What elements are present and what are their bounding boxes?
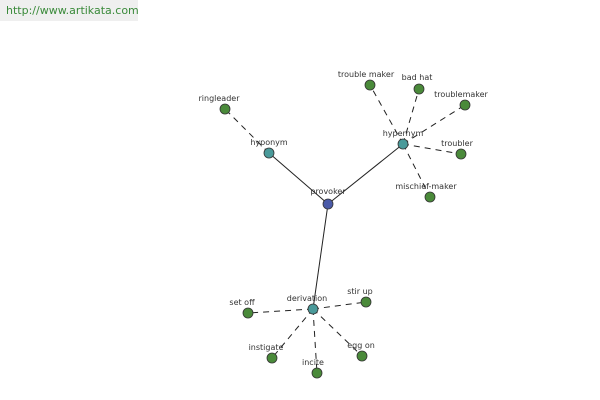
word-node-troubler[interactable] bbox=[455, 148, 467, 160]
word-label-set-off[interactable]: set off bbox=[229, 298, 255, 307]
edge-hypernym-mischief-maker bbox=[402, 143, 431, 198]
word-label-troublemaker[interactable]: troublemaker bbox=[434, 90, 488, 99]
edge-hyponym bbox=[268, 152, 329, 205]
relation-label-hypernym[interactable]: hypernym bbox=[383, 129, 424, 138]
word-node-trouble-maker[interactable] bbox=[364, 79, 376, 91]
word-label-bad-hat[interactable]: bad hat bbox=[402, 73, 433, 82]
word-label-mischief-maker[interactable]: mischief-maker bbox=[395, 182, 457, 191]
center-node-label[interactable]: provoker bbox=[310, 187, 346, 196]
source-url-watermark[interactable]: http://www.artikata.com bbox=[0, 0, 139, 21]
edge-derivation bbox=[312, 203, 329, 310]
word-node-instigate[interactable] bbox=[266, 352, 278, 364]
edge-hypernym-trouble-maker bbox=[369, 84, 404, 145]
edge-hypernym bbox=[327, 143, 404, 205]
relation-node-hyponym[interactable] bbox=[263, 147, 275, 159]
graph-nodes: provoker hyponym ringleader hypernym trouble… bbox=[199, 70, 489, 379]
word-label-incite[interactable]: incite bbox=[302, 358, 324, 367]
relation-node-hypernym[interactable] bbox=[397, 138, 409, 150]
relation-node-derivation[interactable] bbox=[307, 303, 319, 315]
edge-hypernym-bad-hat bbox=[402, 88, 420, 145]
edge-derivation-egg-on bbox=[312, 308, 363, 357]
word-node-troublemaker[interactable] bbox=[459, 99, 471, 111]
word-node-incite[interactable] bbox=[311, 367, 323, 379]
word-label-instigate[interactable]: instigate bbox=[249, 343, 284, 352]
edge-derivation-stir-up bbox=[312, 301, 367, 310]
edge-hypernym-troublemaker bbox=[402, 104, 466, 145]
word-label-troubler[interactable]: troubler bbox=[441, 139, 473, 148]
word-label-ringleader[interactable]: ringleader bbox=[199, 94, 241, 103]
word-node-egg-on[interactable] bbox=[356, 350, 368, 362]
relation-label-hyponym[interactable]: hyponym bbox=[250, 138, 288, 147]
word-node-mischief-maker[interactable] bbox=[424, 191, 436, 203]
word-label-stir-up[interactable]: stir up bbox=[347, 287, 373, 296]
word-node-stir-up[interactable] bbox=[360, 296, 372, 308]
word-node-bad-hat[interactable] bbox=[413, 83, 425, 95]
word-label-trouble-maker[interactable]: trouble maker bbox=[338, 70, 395, 79]
relation-label-derivation[interactable]: derivation bbox=[287, 294, 327, 303]
edge-derivation-set-off bbox=[247, 308, 314, 314]
word-node-set-off[interactable] bbox=[242, 307, 254, 319]
edge-hypernym-troubler bbox=[402, 143, 462, 155]
center-node[interactable] bbox=[322, 198, 334, 210]
graph-edges bbox=[224, 84, 466, 374]
word-node-ringleader[interactable] bbox=[219, 103, 231, 115]
word-label-egg-on[interactable]: egg on bbox=[347, 341, 375, 350]
